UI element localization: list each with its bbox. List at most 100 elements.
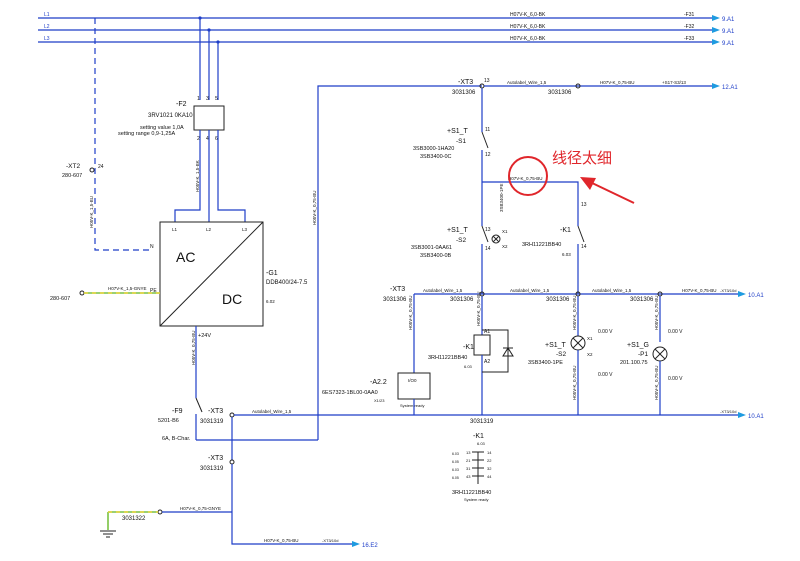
g1-dc: DC [222, 291, 242, 307]
svg-text:A2: A2 [484, 359, 490, 365]
f2-setting2: setting range 0,9-1,25A [118, 131, 176, 137]
svg-text:-XT3/10d: -XT3/10d [720, 409, 736, 414]
rail-term-l2: -F32 [684, 24, 695, 30]
g1-n: N [150, 244, 154, 250]
svg-text:6.03: 6.03 [452, 452, 459, 456]
f9-tag: -F9 [172, 408, 183, 415]
xt3-mid-part: 3031306 [383, 297, 407, 303]
rail-wire-l3: H07V-K_6,0-BK [510, 36, 546, 42]
xt3-low-tag: -XT3 [208, 408, 223, 415]
svg-text:11: 11 [485, 127, 490, 133]
xt3-low-arrow-icon [738, 412, 746, 418]
k1-small-part: 3RH11221BB40 [452, 490, 491, 496]
svg-text:6.03: 6.03 [452, 468, 459, 472]
svg-text:2: 2 [197, 136, 200, 142]
breaker-f9: -F9 5201-B6 6A, B-Char. [158, 397, 318, 442]
k1-coil-tag: -K1 [463, 344, 474, 351]
rail-ref-l3: 9.A1 [722, 41, 735, 47]
svg-text:I/O0: I/O0 [408, 378, 417, 383]
p1-sub: -P1 [638, 351, 649, 358]
svg-text:Autolabel_Wire_1,5: Autolabel_Wire_1,5 [252, 409, 292, 414]
s2-sub: -S2 [456, 237, 467, 244]
terminal-xt3-mid: -XT3 3031306 3031306 3031306 3031306 Aut… [383, 286, 764, 373]
svg-text:H05V-K_0,75-BU: H05V-K_0,75-BU [572, 365, 577, 400]
svg-text:H05V-K_0,75-BU: H05V-K_0,75-BU [572, 295, 577, 330]
g1-out: +24V [198, 333, 211, 339]
svg-text:5: 5 [215, 96, 218, 102]
svg-text:3031306: 3031306 [630, 297, 654, 303]
svg-text:L1: L1 [172, 227, 178, 232]
svg-text:43: 43 [466, 474, 471, 479]
svg-text:0.00 V: 0.00 V [668, 376, 683, 382]
svg-text:1: 1 [197, 96, 200, 102]
k1-contact: -K1 3RH11221BB40 6.03 13 14 [522, 202, 587, 294]
xt3-mid-out-wire: H07V-K_0,75-BU [682, 288, 717, 293]
svg-text:3031306: 3031306 [546, 297, 570, 303]
rail-wire-l2: H07V-K_6,0-BK [510, 24, 546, 30]
svg-text:L2: L2 [206, 227, 212, 232]
svg-text:X1/23: X1/23 [374, 398, 385, 403]
svg-text:X1: X1 [502, 229, 508, 234]
switch-s2: +S1_T -S2 3SB3001-0AA61 3SB3400-0B 13 14… [411, 225, 508, 294]
svg-text:A1: A1 [484, 329, 490, 335]
xt3-right-arrow-icon [712, 83, 720, 89]
svg-text:H05V-K_0,75-BU: H05V-K_0,75-BU [654, 295, 659, 330]
gnd-part: 3031322 [122, 516, 146, 522]
xt3-mid-tag: -XT3 [390, 286, 405, 293]
svg-text:6.03: 6.03 [464, 364, 473, 369]
s1-tag: +S1_T [447, 128, 469, 135]
xt3-mid-ref: 10.A1 [748, 293, 764, 299]
g1-out-wire: H05V-K_0,75-BU [191, 330, 196, 365]
svg-text:6.05: 6.05 [452, 460, 459, 464]
xt3-bot-tag: -XT3 [208, 455, 223, 462]
svg-text:Autolabel_Wire_1,5: Autolabel_Wire_1,5 [510, 288, 550, 293]
svg-text:32: 32 [487, 466, 492, 471]
lamp-p1: +S1_G -P1 201.100.75 0.00 V 0.00 V H05V-… [620, 329, 683, 415]
svg-text:Autolabel_Wire_1,5: Autolabel_Wire_1,5 [592, 288, 632, 293]
s1-sub: -S1 [456, 138, 467, 145]
s2-part1: 3SB3001-0AA61 [411, 245, 452, 251]
a22-part: 6ES7323-1BL00-0AA0 [322, 390, 378, 396]
xt3-top-pin: 13 [484, 78, 490, 84]
terminal-xt2: -XT2 280-607 24 H05V-K_1,5-BU [62, 163, 104, 228]
svg-text:13: 13 [581, 202, 587, 208]
rail-label-l2: L2 [44, 24, 50, 30]
rail-ref-l2: 9.A1 [722, 29, 735, 35]
terminal-xt3-top: -XT3 3031306 13 Autolabel_Wire_1,5 30313… [452, 78, 738, 96]
svg-text:14: 14 [485, 246, 491, 252]
bottom-arrow-icon [352, 541, 360, 547]
rail-arrow-icon [712, 27, 720, 33]
k1-contact-table: -K1 6.03 13 14 21 22 31 32 43 44 6.03 6.… [452, 433, 492, 502]
s1-part2: 3SB3400-0C [420, 154, 452, 160]
xt3-top-part: 3031306 [452, 90, 476, 96]
g1-pe: PE [150, 288, 157, 294]
xt2-tag: -XT2 [66, 163, 80, 170]
svg-text:6.05: 6.05 [452, 476, 459, 480]
xt3-right-ref: 12.A1 [722, 85, 738, 91]
svg-text:44: 44 [487, 474, 492, 479]
xt3-right-term: +S17-S3/13 [662, 80, 686, 85]
a22-tag: -A2.2 [370, 379, 387, 386]
xt3-low-part: 3031319 [200, 419, 224, 425]
svg-text:13: 13 [485, 227, 491, 233]
switch-s1: +S1_T -S1 3SB3000-1HA20 3SB3400-0C 11 12… [413, 88, 579, 226]
svg-text:X1: X1 [587, 336, 593, 341]
f9-desc: 6A, B-Char. [162, 436, 191, 442]
xt3-mid-arrow-icon [738, 291, 746, 297]
svg-text:H05V-K_0,75-BU: H05V-K_0,75-BU [408, 295, 413, 330]
annotation-text: 线径太细 [552, 149, 612, 167]
rail-ref-l1: 9.A1 [722, 17, 735, 23]
power-supply-g1: AC DC -G1 DDB400/24-7.5 6.02 N PE L1 L2 … [150, 221, 308, 398]
s1-wire: 3SB3400-1PE [499, 183, 504, 212]
svg-text:3: 3 [206, 96, 209, 102]
svg-text:-XT3/10d: -XT3/10d [720, 288, 736, 293]
g1-sub: 6.02 [266, 299, 275, 304]
annotation: 线径太细 [508, 149, 635, 204]
terminal-xt3-low: -XT3 3031319 Autolabel_Wire_1,5 3031319 … [200, 399, 764, 460]
svg-text:System ready: System ready [400, 403, 424, 408]
s2-lamp-part: 3SB3400-1PE [528, 360, 563, 366]
p1-tag: +S1_G [627, 342, 649, 349]
svg-text:-XT3/10d: -XT3/10d [322, 538, 338, 543]
s2-lamp-tag: +S1_T [545, 342, 567, 349]
